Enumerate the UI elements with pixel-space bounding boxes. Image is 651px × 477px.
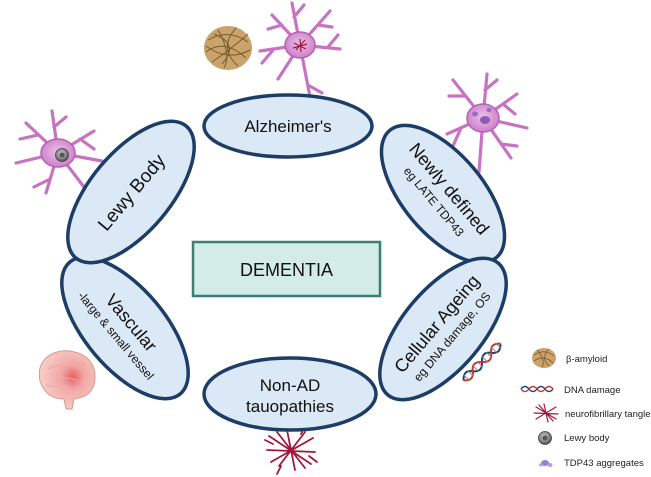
tangle-icon: [292, 38, 308, 53]
legend-label: neurofibrillary tangle: [565, 409, 651, 420]
brain-icon: [38, 350, 96, 410]
center-box: DEMENTIA: [191, 240, 382, 298]
node-alzheimers: Alzheimer's: [202, 93, 374, 159]
tdp43-aggregate-icon: [539, 460, 553, 467]
tangle-icon: [533, 403, 559, 423]
legend-item-tangle: neurofibrillary tangle: [533, 403, 651, 423]
node-label: Alzheimer's: [244, 117, 331, 136]
legend-label: TDP43 aggregates: [564, 458, 644, 469]
amyloid-plaque-icon: [204, 26, 252, 70]
legend-item-beta-amyloid: β-amyloid: [532, 348, 607, 368]
node-label: tauopathies: [246, 397, 334, 416]
node-cellular-ageing: Cellular Ageing eg DNA damage, OS: [378, 256, 508, 402]
legend-label: DNA damage: [564, 385, 621, 396]
node-non-ad-tauopathies: Non-AD tauopathies: [202, 356, 378, 432]
lewy-body-icon: [538, 431, 552, 445]
legend-item-tdp43: TDP43 aggregates: [539, 458, 644, 469]
node-vascular: Vascular -large & small vessel: [60, 255, 190, 401]
legend-label: β-amyloid: [566, 354, 607, 365]
node-newly-defined: Newly defined eg LATE TDP43: [379, 123, 507, 265]
legend: β-amyloid DNA damage neurofibrillary tan…: [520, 348, 651, 469]
node-label: Non-AD: [260, 376, 320, 395]
tangle-icon: [264, 425, 318, 475]
dna-icon: [520, 385, 554, 393]
neuron-icon: [258, 1, 342, 125]
node-lewy-body: Lewy Body: [66, 119, 196, 265]
neuron-icon: [445, 72, 529, 174]
amyloid-plaque-icon: [532, 348, 556, 368]
legend-item-dna-damage: DNA damage: [520, 385, 621, 396]
neuron-icon: [14, 109, 104, 195]
center-label: DEMENTIA: [240, 260, 333, 280]
legend-label: Lewy body: [564, 433, 610, 444]
dna-icon: [462, 342, 502, 382]
legend-item-lewy-body: Lewy body: [538, 431, 610, 445]
